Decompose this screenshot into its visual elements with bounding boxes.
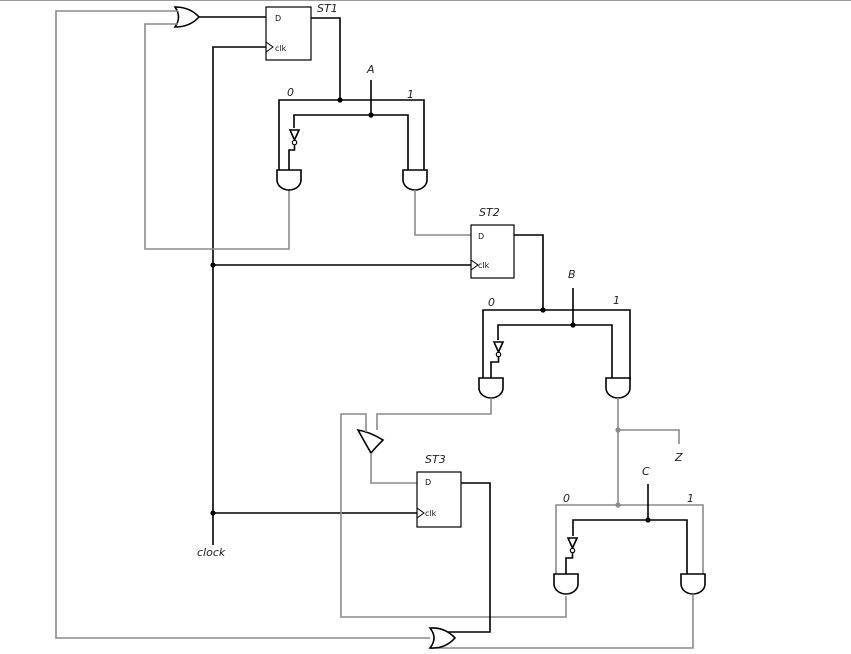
and-gate-b-right (605, 377, 631, 399)
z-output-wiring (615, 398, 680, 505)
st3-d-pin: D (425, 478, 431, 487)
st2-clk-pin: clk (478, 261, 490, 270)
st1-to-st2-wire (414, 190, 471, 236)
input-a-label: A (366, 63, 375, 76)
st1-loop-wire (144, 23, 290, 250)
a-zero-label: 0 (287, 86, 294, 99)
st1-flipflop (265, 6, 312, 61)
or-gate-bottom (428, 627, 457, 649)
not-gate-a (288, 129, 301, 170)
st1-clk-pin: clk (275, 44, 287, 53)
clock-wiring (210, 46, 471, 545)
b-one-label: 1 (613, 294, 620, 307)
st3-loop-wire (340, 413, 567, 618)
st3-label: ST3 (425, 453, 446, 466)
st2-flipflop (470, 224, 515, 279)
input-b-label: B (568, 268, 576, 281)
clock-label: clock (197, 546, 226, 559)
c-one-to-or-wire (435, 594, 694, 649)
c-zero-label: 0 (563, 492, 570, 505)
st2-decision-wiring (482, 234, 631, 380)
st3-decision-wiring (555, 484, 704, 576)
and-gate-a-left (276, 169, 302, 191)
st2-label: ST2 (479, 206, 500, 219)
and-gate-b-left (478, 377, 504, 399)
not-gate-c (565, 537, 579, 576)
or-gate-st3 (356, 428, 385, 455)
st1-label: ST1 (317, 2, 338, 15)
st3-flipflop (416, 471, 462, 528)
not-gate-b (490, 341, 505, 380)
st1-decision-wiring (278, 17, 425, 170)
st3-q-output-wire (436, 482, 491, 633)
b-zero-label: 0 (488, 296, 495, 309)
or-st3-output-wire (370, 453, 417, 484)
global-feedback-wire (55, 10, 430, 639)
output-z-label: Z (674, 451, 683, 464)
and-gate-a-right (402, 169, 428, 191)
st3-clk-pin: clk (425, 509, 437, 518)
and-gate-c-right (680, 573, 706, 595)
c-one-label: 1 (687, 492, 694, 505)
or-gate-st1 (173, 6, 201, 28)
st1-d-pin: D (275, 14, 281, 23)
input-c-label: C (642, 465, 650, 478)
a-one-label: 1 (407, 88, 414, 101)
st2-loop-wire (376, 398, 492, 430)
st2-d-pin: D (478, 232, 484, 241)
and-gate-c-left (553, 573, 579, 595)
